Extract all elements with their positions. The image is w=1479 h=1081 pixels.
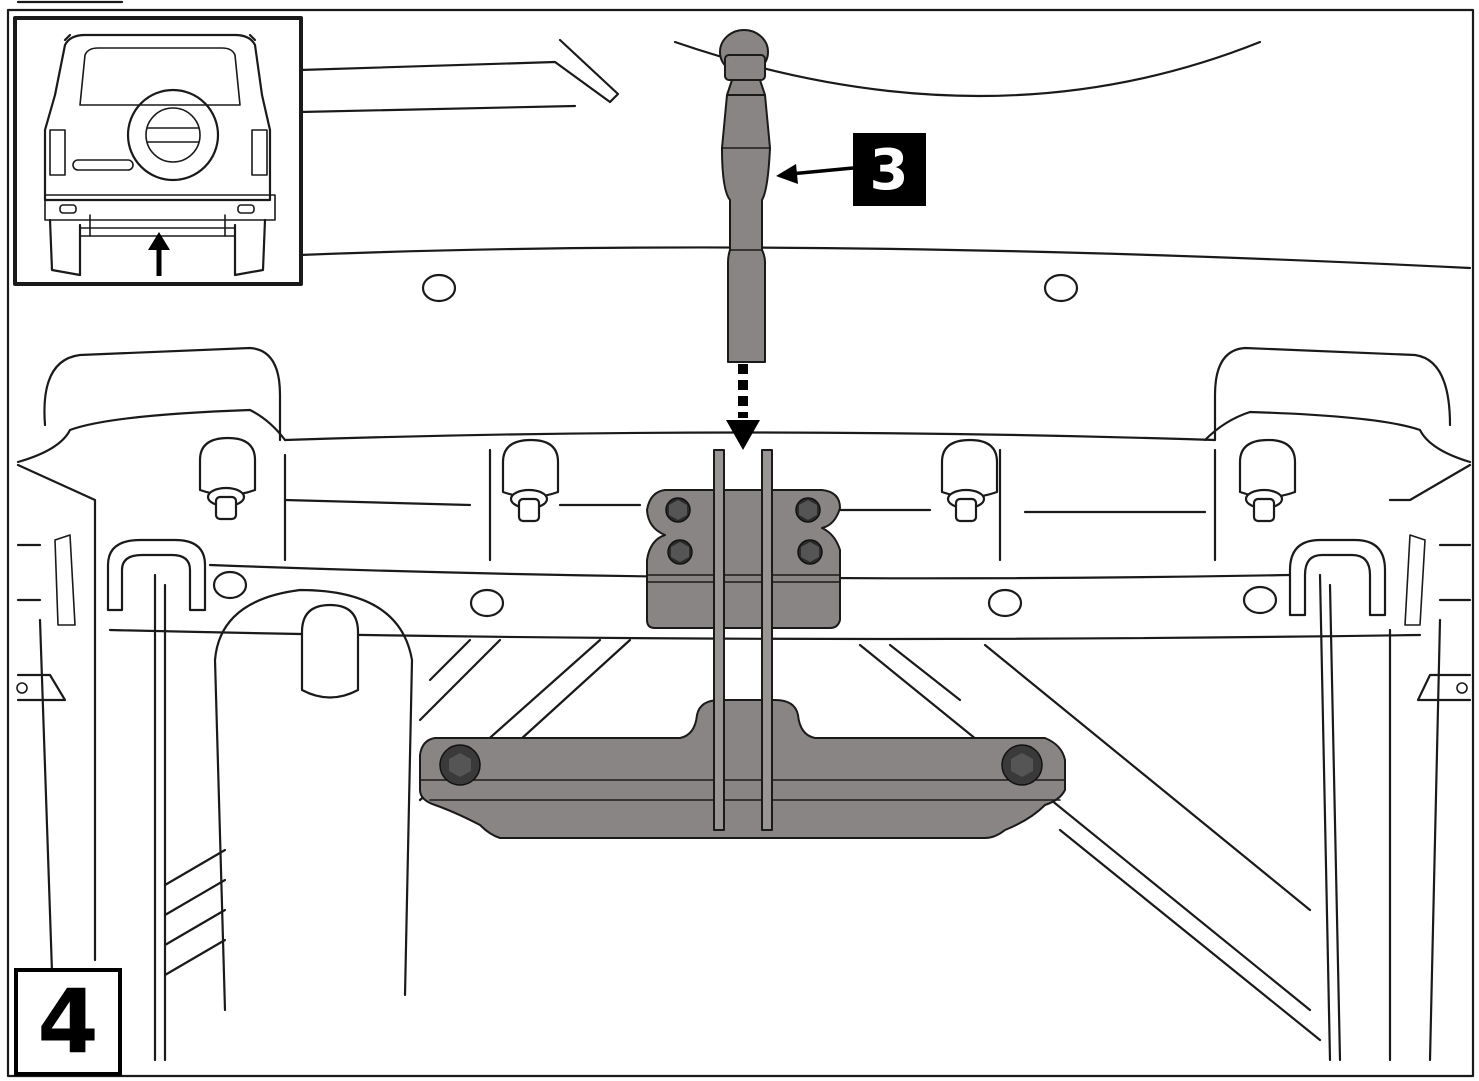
hex-bolt — [795, 497, 821, 523]
callout-box — [853, 133, 926, 206]
hitch-bar — [419, 699, 1066, 839]
rubber-bumper — [501, 438, 560, 523]
upper-mounting-plate — [646, 489, 841, 629]
part-3-pin — [719, 29, 771, 363]
locator-inset — [13, 16, 303, 286]
rubber-bumper — [198, 436, 257, 521]
hex-bolt — [1001, 744, 1043, 786]
vertical-straps — [713, 449, 773, 831]
callout-label: 3 — [870, 138, 909, 203]
body-hole — [421, 273, 457, 303]
step-number-box: 4 — [14, 968, 122, 1076]
body-hole — [1043, 273, 1079, 303]
dashed-down-arrow-icon — [726, 364, 760, 450]
diagram-frame — [6, 8, 1475, 1078]
up-arrow-icon — [148, 232, 170, 276]
hex-bolt — [665, 497, 691, 523]
rubber-bumper — [1238, 438, 1297, 523]
rubber-bumper — [940, 438, 999, 523]
vehicle-underbody — [16, 38, 1472, 1062]
step-number: 4 — [37, 970, 98, 1073]
callout-part-3: 3 — [776, 133, 926, 206]
hex-bolt — [667, 539, 693, 565]
hex-bolt — [797, 539, 823, 565]
hex-bolt — [439, 744, 481, 786]
